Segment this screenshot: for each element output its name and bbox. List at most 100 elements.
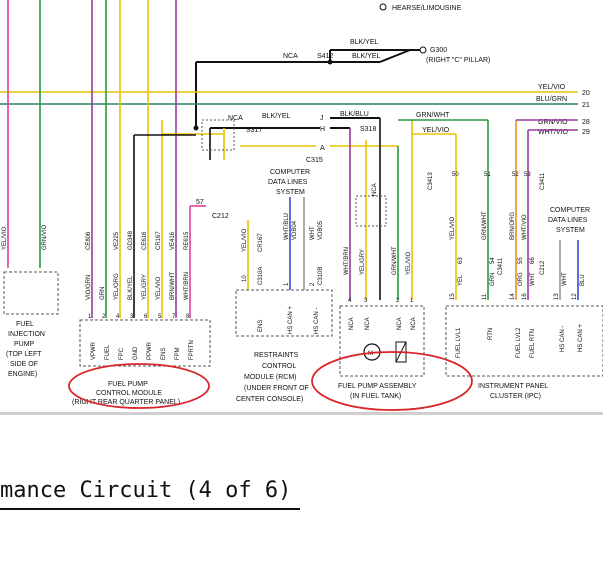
s317-nca: NCA [228,115,243,122]
g300-note: (RIGHT "C" PILLAR) [426,57,490,64]
ipc-header-2: DATA LINES [548,217,588,224]
fpcm-pin-0: 1 [88,314,92,320]
rcm-location-1: (UNDER FRONT OF [244,385,309,392]
fpcm-name-6: FPM [175,347,181,360]
fp-name-2: NCA [397,317,403,330]
fip-wire-left: YEL/VIO [2,226,8,250]
fpcm-name-2: FPC [119,347,125,360]
fp-wire-3: YEL/VIO [406,251,412,275]
rcm-circ-ens: CR167 [258,233,264,252]
motor-m-icon: M [368,351,373,357]
bus-label-3: WHT/VIO [538,129,568,136]
fpcm-wire-4: YEL/GRY [142,274,148,300]
fpcm-circ-6: VE416 [170,231,176,250]
ipc-c3413: C3413 [428,172,434,190]
fp-pin-2: 2 [396,298,400,304]
fpcm-wire-2: YEL/ORG [114,273,120,300]
fp-name-3: NCA [411,317,417,330]
fpcm-pin-6: 7 [172,314,176,320]
ipc-mid-1: GRN/WHT [482,211,488,240]
ipc-name-3: FUEL RTN [530,329,536,358]
yel-vio-label: YEL/VIO [422,127,450,134]
s317-wire: BLK/YEL [262,113,291,120]
ipc-module: 15 11 14 16 13 12 YEL GRN ORG WHT WHT BL… [445,257,603,400]
ipc-wire-0: YEL [458,274,464,286]
rcm-name-2: HS CAN - [314,308,320,334]
rcm-circ-cann: VDB05 [318,220,324,240]
ipc-name-5: HS CAN + [578,324,584,352]
ipc-conn-2: 55 [518,257,524,264]
ipc-name-1: RTN [488,328,494,340]
bus-pin-0: 20 [582,90,590,97]
rcm-pin-ens: 10 [242,275,248,282]
fp-wire-0: WHT/BRN [344,247,350,275]
bus-pin-1: 21 [582,102,590,109]
blk-yel-top-2: BLK/YEL [352,53,381,60]
fpcm-name-4: PPWR [147,341,153,360]
rcm-c310b: C310B [318,267,324,285]
ipc-pin-0: 15 [450,293,456,300]
fpcm-wire-7: WHT/BRN [184,272,190,300]
rcm-title-1: RESTRAINTS [254,352,299,359]
ipc-conn-1: 54 [490,257,496,264]
rcm-module: COMPUTER DATA LINES SYSTEM YEL/VIO CR167… [235,169,333,403]
fpcm-name-7: FPRTN [189,340,195,360]
fp-nca-wire: NCA [372,183,378,196]
ipc-name-0: FUEL LVL1 [456,327,462,358]
rcm-location-2: CENTER CONSOLE) [236,396,303,403]
fpcm-location: (RIGHT REAR QUARTER PANEL) [72,399,180,406]
fip-label-5: SIDE OF [10,361,38,368]
fp-pin-1: 3 [364,298,368,304]
rcm-header-1: COMPUTER [270,169,310,176]
nca-top-label: NCA [283,53,298,60]
fip-label-4: (TOP LEFT [6,351,42,358]
ipc-circ-4: 53 [524,172,531,178]
ipc-pin-2: 14 [510,293,516,300]
ipc-wire-5: BLU [580,274,586,286]
fp-pin-0: 4 [348,298,352,304]
fpcm-wire-5: YEL/VIO [156,276,162,300]
bus-pin-2: 28 [582,119,590,126]
rcm-name-1: HS CAN + [288,306,294,334]
s318-wire: BLK/BLU [340,111,369,118]
c212-label: C212 [212,213,229,220]
fpcm-wires [91,0,224,318]
c212-pin-label: 57 [196,199,204,206]
ipc-name-4: HS CAN - [560,326,566,352]
rcm-title-2: CONTROL [262,363,296,370]
ipc-header-1: COMPUTER [550,207,590,214]
ipc-c212: C212 [540,260,546,275]
ipc-wire-4: WHT [562,272,568,286]
fpcm-wire-0: VIO/GRN [86,275,92,300]
ipc-wire-1: GRN [490,273,496,286]
ipc-wire-2: ORG [518,272,524,286]
fpcm-title-2: CONTROL MODULE [96,390,162,397]
rcm-name-0: ENS [258,320,264,332]
fuel-pump-wires: GRN/WHT YEL/VIO NCA WHT/BRN YEL/GRY GRN/… [344,112,488,300]
fpcm-pin-4: 6 [144,314,148,320]
fpcm-pin-7: 8 [186,314,190,320]
fp-wire-2: GRN/WHT [392,246,398,275]
ipc-mid-0: YEL/VIO [450,216,456,240]
rcm-header-3: SYSTEM [276,189,305,196]
fp-title: FUEL PUMP ASSEMBLY [338,383,417,390]
rcm-wire-ens: YEL/VIO [242,228,248,252]
fp-name-0: NCA [349,317,355,330]
rcm-wire-cann: WHT [310,226,316,240]
rcm-circ-canp: VDB04 [292,220,298,240]
rcm-wire-canp: WHT/BLU [284,213,290,240]
fp-name-1: NCA [365,317,371,330]
ipc-circ-3: 52 [512,172,519,178]
caption-underline [0,508,300,510]
bus-label-2: GRN/VIO [538,119,568,126]
bus-lines: YEL/VIO 20 BLU/GRN 21 GRN/VIO 28 WHT/VIO… [0,84,590,136]
rcm-pin-cann: 2 [310,282,316,286]
fp-wire-1: YEL/GRY [360,249,366,275]
bus-pin-3: 29 [582,129,590,136]
ipc-circ-2: 51 [484,172,491,178]
c315-j: J [320,115,324,122]
fpcm-title-1: FUEL PUMP [108,381,148,388]
fpcm-pin-5: 5 [158,314,162,320]
fip-label-6: ENGINE) [8,371,37,378]
splice-s317: NCA BLK/YEL S317 [193,113,320,160]
